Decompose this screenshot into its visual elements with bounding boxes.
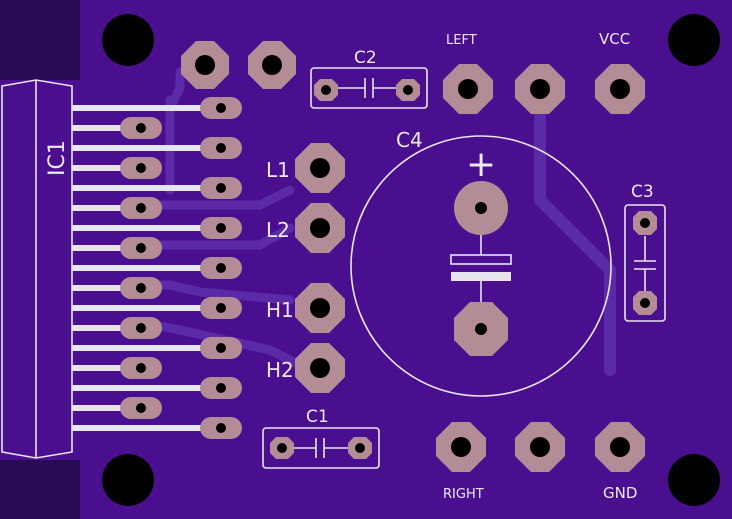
mounting-hole	[102, 14, 154, 66]
ic1-pad	[120, 237, 162, 259]
l2-label: L2	[266, 218, 290, 242]
c3-label: C3	[631, 182, 654, 202]
h1-label: H1	[266, 298, 294, 322]
ic1-lead	[72, 405, 142, 411]
vcc-pad	[595, 64, 645, 114]
ic1-lead	[72, 325, 142, 331]
ic1-pad	[200, 417, 242, 439]
ic1-pad	[200, 377, 242, 399]
c4-plus-label: +	[466, 144, 496, 185]
ic1-pad	[200, 297, 242, 319]
ic1-pad	[200, 257, 242, 279]
c3-outline	[624, 204, 666, 322]
h2-label: H2	[266, 358, 294, 382]
ic1-pads	[120, 97, 242, 439]
h2-pad	[295, 343, 345, 393]
c4-capacitor: C4 +	[350, 128, 612, 397]
c1-capacitor: C1	[262, 407, 380, 469]
ic1-lead	[72, 385, 222, 391]
c4-pad-negative	[454, 302, 508, 356]
c2-pad	[314, 79, 338, 101]
ic1-pad	[120, 117, 162, 139]
ic1-lead	[72, 185, 222, 191]
ic1-pad	[200, 217, 242, 239]
top-pad-3	[443, 64, 493, 114]
board-substrate-left	[0, 80, 80, 460]
ic1-lead	[72, 285, 142, 291]
c4-outline	[350, 135, 612, 397]
ic1-lead	[72, 145, 222, 151]
right-pad	[436, 422, 486, 472]
ic1-pad	[120, 277, 162, 299]
ic1-pad	[120, 397, 162, 419]
c1-pad	[348, 437, 372, 459]
c3-pad	[633, 291, 657, 315]
c4-pad-positive	[454, 181, 508, 235]
ic1-pad	[200, 177, 242, 199]
ic1-pad	[120, 197, 162, 219]
ic1-pad	[120, 317, 162, 339]
bottom-pad-middle	[515, 422, 565, 472]
c2-capacitor: C2	[310, 48, 428, 109]
c1-outline	[262, 427, 380, 469]
top-pad-2	[248, 41, 296, 89]
l1-pad	[295, 143, 345, 193]
ic1-lead	[72, 105, 222, 111]
left-label: LEFT	[446, 33, 477, 48]
c1-pad	[270, 437, 294, 459]
ic1-lead	[72, 305, 222, 311]
h1-pad	[295, 283, 345, 333]
ic1-lead	[72, 205, 142, 211]
ic1-lead	[72, 365, 142, 371]
ic1-lead	[72, 345, 222, 351]
ic1-pad	[120, 157, 162, 179]
c3-pad	[633, 211, 657, 235]
c1-label: C1	[306, 407, 329, 427]
ic1-pad	[200, 137, 242, 159]
mounting-hole	[102, 454, 154, 506]
mounting-hole	[668, 14, 720, 66]
ic1-label: IC1	[45, 140, 70, 176]
c2-label: C2	[354, 48, 377, 68]
trace	[135, 185, 295, 210]
right-label: RIGHT	[443, 487, 484, 502]
ic1-lead	[72, 165, 142, 171]
ic1-leads	[72, 105, 222, 431]
ic1-pad	[120, 357, 162, 379]
l2-pad	[295, 203, 345, 253]
ic1: IC1	[1, 79, 242, 459]
gnd-pad	[595, 422, 645, 472]
ic1-pad	[200, 97, 242, 119]
c2-outline	[310, 67, 428, 109]
ic1-lead	[72, 245, 142, 251]
mounting-hole	[668, 454, 720, 506]
top-pad-4	[515, 64, 565, 114]
trace	[135, 223, 295, 250]
c2-pad	[396, 79, 420, 101]
ic1-lead	[72, 125, 142, 131]
ic1-pad	[200, 337, 242, 359]
ic1-lead	[72, 225, 222, 231]
ic1-lead	[72, 265, 222, 271]
trace	[534, 104, 616, 376]
top-pad-1	[181, 41, 229, 89]
gnd-label: GND	[603, 484, 637, 502]
c4-label: C4	[396, 128, 423, 152]
c3-capacitor: C3	[624, 182, 666, 322]
ic1-lead	[72, 425, 222, 431]
l1-label: L1	[266, 158, 290, 182]
vcc-label: VCC	[599, 30, 630, 48]
